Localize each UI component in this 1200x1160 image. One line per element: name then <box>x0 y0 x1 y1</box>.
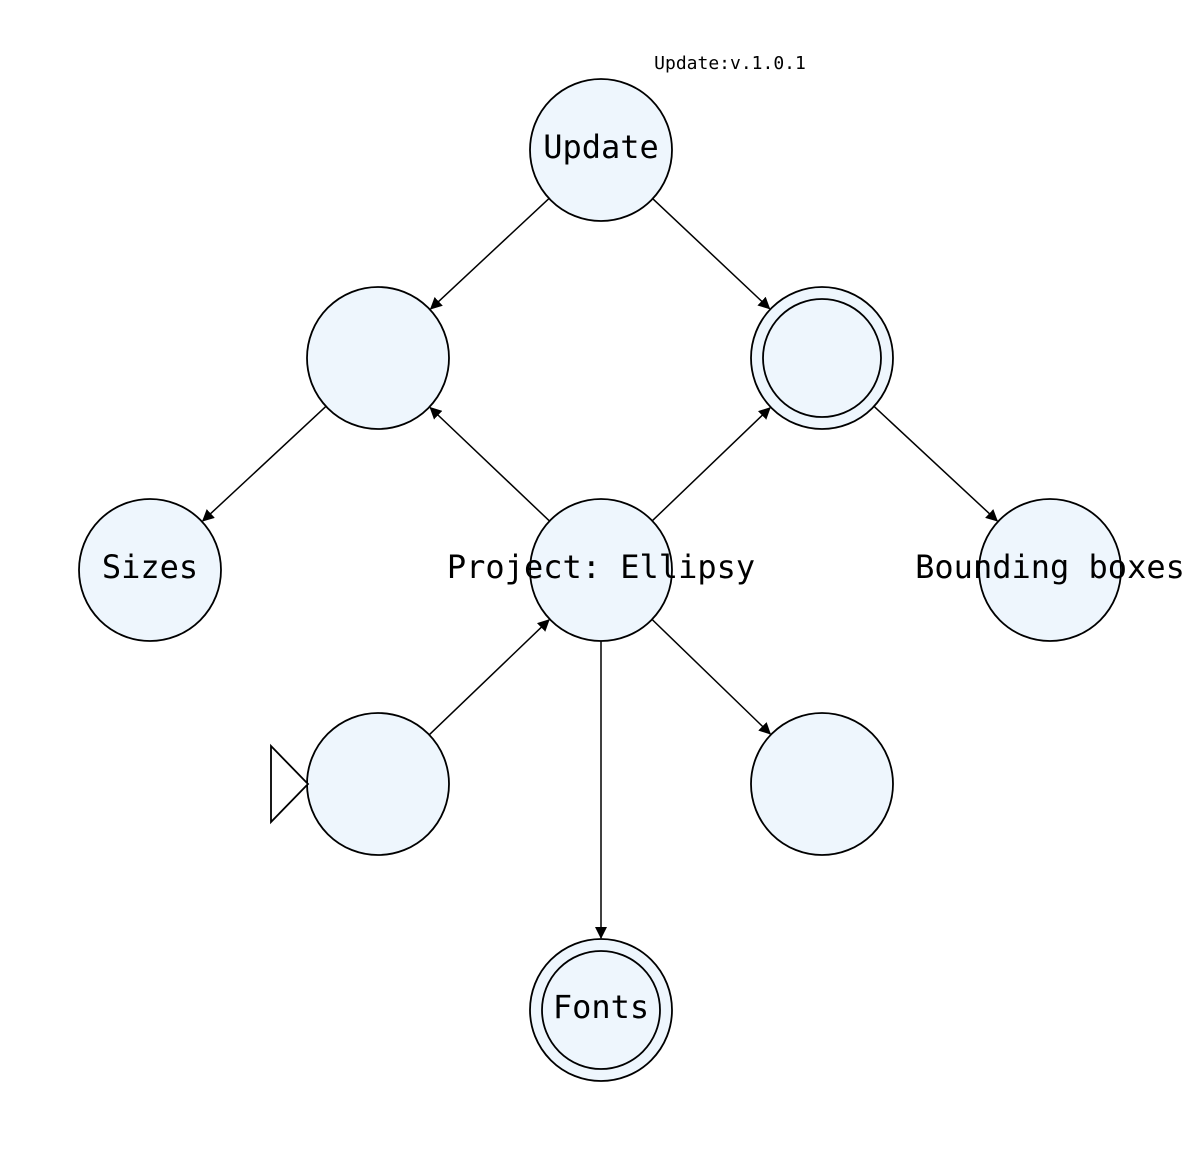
state-node-mid-left <box>306 286 450 430</box>
state-node-mid-right <box>750 286 894 430</box>
state-label: Bounding boxes <box>915 548 1185 586</box>
state-label: Fonts <box>553 988 649 1026</box>
accepting-ring <box>541 950 661 1070</box>
edges-layer <box>201 197 999 939</box>
state-circle <box>78 498 222 642</box>
state-node-low-left <box>270 712 450 856</box>
state-label: Update <box>543 128 659 166</box>
edge-update-to-mid-left <box>429 197 550 310</box>
state-circle <box>750 712 894 856</box>
version-label: Update:v.1.0.1 <box>654 53 806 74</box>
state-node-sizes: Sizes <box>78 498 222 642</box>
edge-project-to-mid-left <box>429 406 551 522</box>
state-node-bounding: Bounding boxes <box>915 498 1185 642</box>
state-node-fonts: Fonts <box>529 938 673 1082</box>
edge-update-to-mid-right <box>652 198 771 310</box>
state-label: Project: Ellipsy <box>447 548 755 586</box>
state-node-update: Update <box>529 78 673 222</box>
accepting-ring <box>762 298 882 418</box>
edge-project-to-low-right <box>651 618 771 735</box>
state-circle <box>306 712 450 856</box>
state-circle <box>978 498 1122 642</box>
initial-state-arrow-icon <box>270 743 310 825</box>
edge-mid-left-to-sizes <box>201 405 327 522</box>
state-circle <box>529 78 673 222</box>
state-node-low-right <box>750 712 894 856</box>
state-circle <box>750 286 894 430</box>
edge-low-left-to-project <box>428 619 550 736</box>
state-circle <box>306 286 450 430</box>
state-circle <box>529 498 673 642</box>
state-label: Sizes <box>102 548 198 586</box>
state-circle <box>529 938 673 1082</box>
state-node-project: Project: Ellipsy <box>447 498 755 642</box>
edge-project-to-mid-right <box>651 407 771 522</box>
edge-mid-right-to-bounding <box>873 405 999 522</box>
